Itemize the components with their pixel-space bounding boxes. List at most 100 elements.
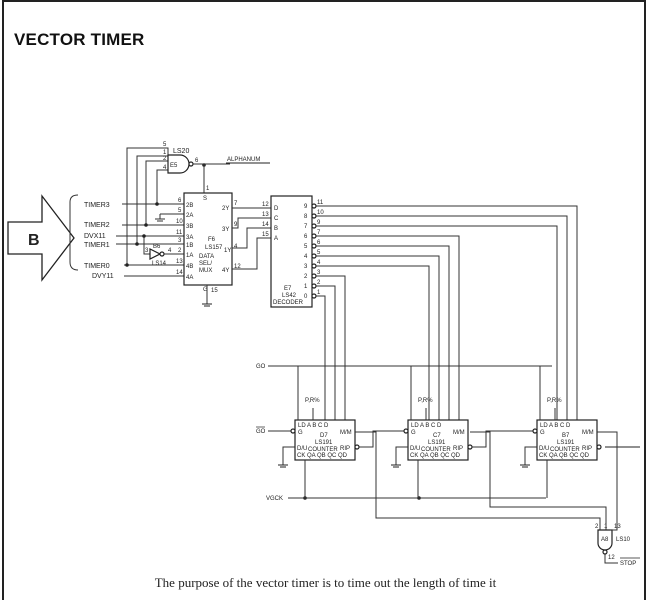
svg-text:3: 3 bbox=[178, 238, 182, 244]
svg-text:DATA: DATA bbox=[199, 254, 214, 260]
decoder-output-wire bbox=[316, 215, 568, 420]
svg-text:2: 2 bbox=[595, 524, 599, 530]
svg-text:12: 12 bbox=[608, 555, 615, 561]
svg-text:D: D bbox=[274, 206, 279, 212]
counter-bottom-pins: CK QA QB QC QD bbox=[297, 453, 348, 459]
counter-du-pin: D/U bbox=[410, 446, 420, 452]
svg-text:2Y: 2Y bbox=[222, 206, 229, 212]
svg-text:2A: 2A bbox=[186, 213, 193, 219]
pr-label: P,R% bbox=[547, 398, 562, 404]
svg-text:14: 14 bbox=[262, 222, 269, 228]
decoder-output-pin: 0 bbox=[304, 294, 308, 300]
svg-text:B6: B6 bbox=[153, 244, 161, 250]
go-bar-signal: GO bbox=[256, 429, 266, 435]
counter-part: LS191 bbox=[428, 440, 446, 446]
svg-text:4Y: 4Y bbox=[222, 268, 229, 274]
pr-label: P,R% bbox=[305, 398, 320, 404]
decoder-output-pin: 8 bbox=[304, 214, 308, 220]
svg-text:10: 10 bbox=[176, 219, 183, 225]
nand-gate-ls20: LS20 E5 5 1 2 4 6 ALPHANUM bbox=[163, 142, 270, 193]
output-bubble bbox=[311, 283, 317, 289]
decoder-output-wire bbox=[316, 285, 336, 420]
decoder-output-pin: 1 bbox=[304, 284, 308, 290]
svg-text:S: S bbox=[203, 196, 207, 202]
counter-g-pin: G bbox=[540, 430, 545, 436]
svg-text:LS20: LS20 bbox=[173, 148, 189, 155]
svg-text:A: A bbox=[274, 236, 278, 242]
input-label: TIMER1 bbox=[84, 242, 110, 249]
svg-text:3B: 3B bbox=[186, 224, 193, 230]
svg-text:F6: F6 bbox=[208, 237, 216, 243]
counter-rip-pin: RIP bbox=[453, 446, 463, 452]
decoder-output-num: 2 bbox=[317, 280, 321, 286]
svg-text:2: 2 bbox=[178, 248, 182, 254]
decoder-output-wire bbox=[316, 255, 440, 420]
output-bubble bbox=[311, 203, 317, 209]
counter-to-gate-wires bbox=[355, 431, 618, 531]
svg-text:LS10: LS10 bbox=[616, 537, 631, 543]
decoder-output-num: 6 bbox=[317, 240, 321, 246]
counter-g-pin: G bbox=[411, 430, 416, 436]
alphanum-signal: ALPHANUM bbox=[227, 157, 260, 163]
mux-decoder-wires bbox=[232, 207, 271, 270]
svg-text:3A: 3A bbox=[186, 235, 193, 241]
svg-text:B: B bbox=[274, 226, 278, 232]
decoder-output-num: 4 bbox=[317, 260, 321, 266]
svg-text:12: 12 bbox=[262, 202, 269, 208]
output-bubble bbox=[311, 293, 317, 299]
decoder-output-wire bbox=[316, 275, 346, 420]
svg-text:5: 5 bbox=[163, 142, 167, 148]
decoder-output-wire bbox=[316, 295, 326, 420]
caption-text: The purpose of the vector timer is to ti… bbox=[154, 575, 497, 590]
counter-bottom-pins: CK QA QB QC QD bbox=[539, 453, 590, 459]
svg-text:4A: 4A bbox=[186, 275, 193, 281]
counter-ref: D7 bbox=[320, 433, 328, 439]
svg-text:4: 4 bbox=[168, 248, 172, 254]
counter-desc: COUNTER bbox=[550, 447, 580, 453]
decoder-output-pin: 9 bbox=[304, 204, 308, 210]
counter-top-pins: LD A B C D bbox=[298, 423, 329, 429]
input-label: DVY11 bbox=[92, 273, 114, 280]
svg-text:A8: A8 bbox=[601, 537, 609, 543]
counter-ref: C7 bbox=[433, 433, 441, 439]
decoder-output-pin: 5 bbox=[304, 244, 308, 250]
svg-text:1: 1 bbox=[163, 150, 167, 156]
counter-mm-pin: M/M bbox=[582, 430, 594, 436]
svg-text:5: 5 bbox=[178, 208, 182, 214]
decoder-output-num: 9 bbox=[317, 220, 321, 226]
decoder-output-num: 5 bbox=[317, 250, 321, 256]
counter-desc: COUNTER bbox=[308, 447, 338, 453]
svg-text:1Y: 1Y bbox=[224, 248, 231, 254]
vgck-signal: VGCK bbox=[266, 496, 283, 502]
decoder-output-wire bbox=[316, 245, 450, 420]
svg-text:2: 2 bbox=[163, 156, 167, 162]
svg-text:DECODER: DECODER bbox=[273, 300, 304, 306]
svg-text:11: 11 bbox=[176, 230, 183, 236]
counter-bottom-pins: CK QA QB QC QD bbox=[410, 453, 461, 459]
bus-label: B bbox=[28, 232, 40, 249]
counter-part: LS191 bbox=[315, 440, 333, 446]
output-bubble bbox=[311, 233, 317, 239]
svg-text:2B: 2B bbox=[186, 203, 193, 209]
input-label: TIMER2 bbox=[84, 222, 110, 229]
svg-text:C: C bbox=[274, 216, 279, 222]
svg-text:3: 3 bbox=[145, 248, 149, 254]
svg-text:12: 12 bbox=[234, 264, 241, 270]
output-bubble bbox=[311, 223, 317, 229]
decoder-output-num: 3 bbox=[317, 270, 321, 276]
output-bubble bbox=[311, 263, 317, 269]
svg-text:LS42: LS42 bbox=[282, 293, 297, 299]
output-bubble bbox=[311, 253, 317, 259]
svg-text:E7: E7 bbox=[284, 286, 292, 292]
bus-arrow: B bbox=[7, 194, 75, 282]
decoder-ls42: D C B A 12 13 14 15 E7 LS42 DECODER bbox=[262, 195, 313, 308]
counter-desc: COUNTER bbox=[421, 447, 451, 453]
decoder-output-pin: 2 bbox=[304, 274, 308, 280]
decoder-output-num: 7 bbox=[317, 230, 321, 236]
svg-text:13: 13 bbox=[614, 524, 621, 530]
svg-text:4: 4 bbox=[234, 244, 238, 250]
counter-rip-pin: RIP bbox=[340, 446, 350, 452]
svg-text:1A: 1A bbox=[186, 253, 193, 259]
